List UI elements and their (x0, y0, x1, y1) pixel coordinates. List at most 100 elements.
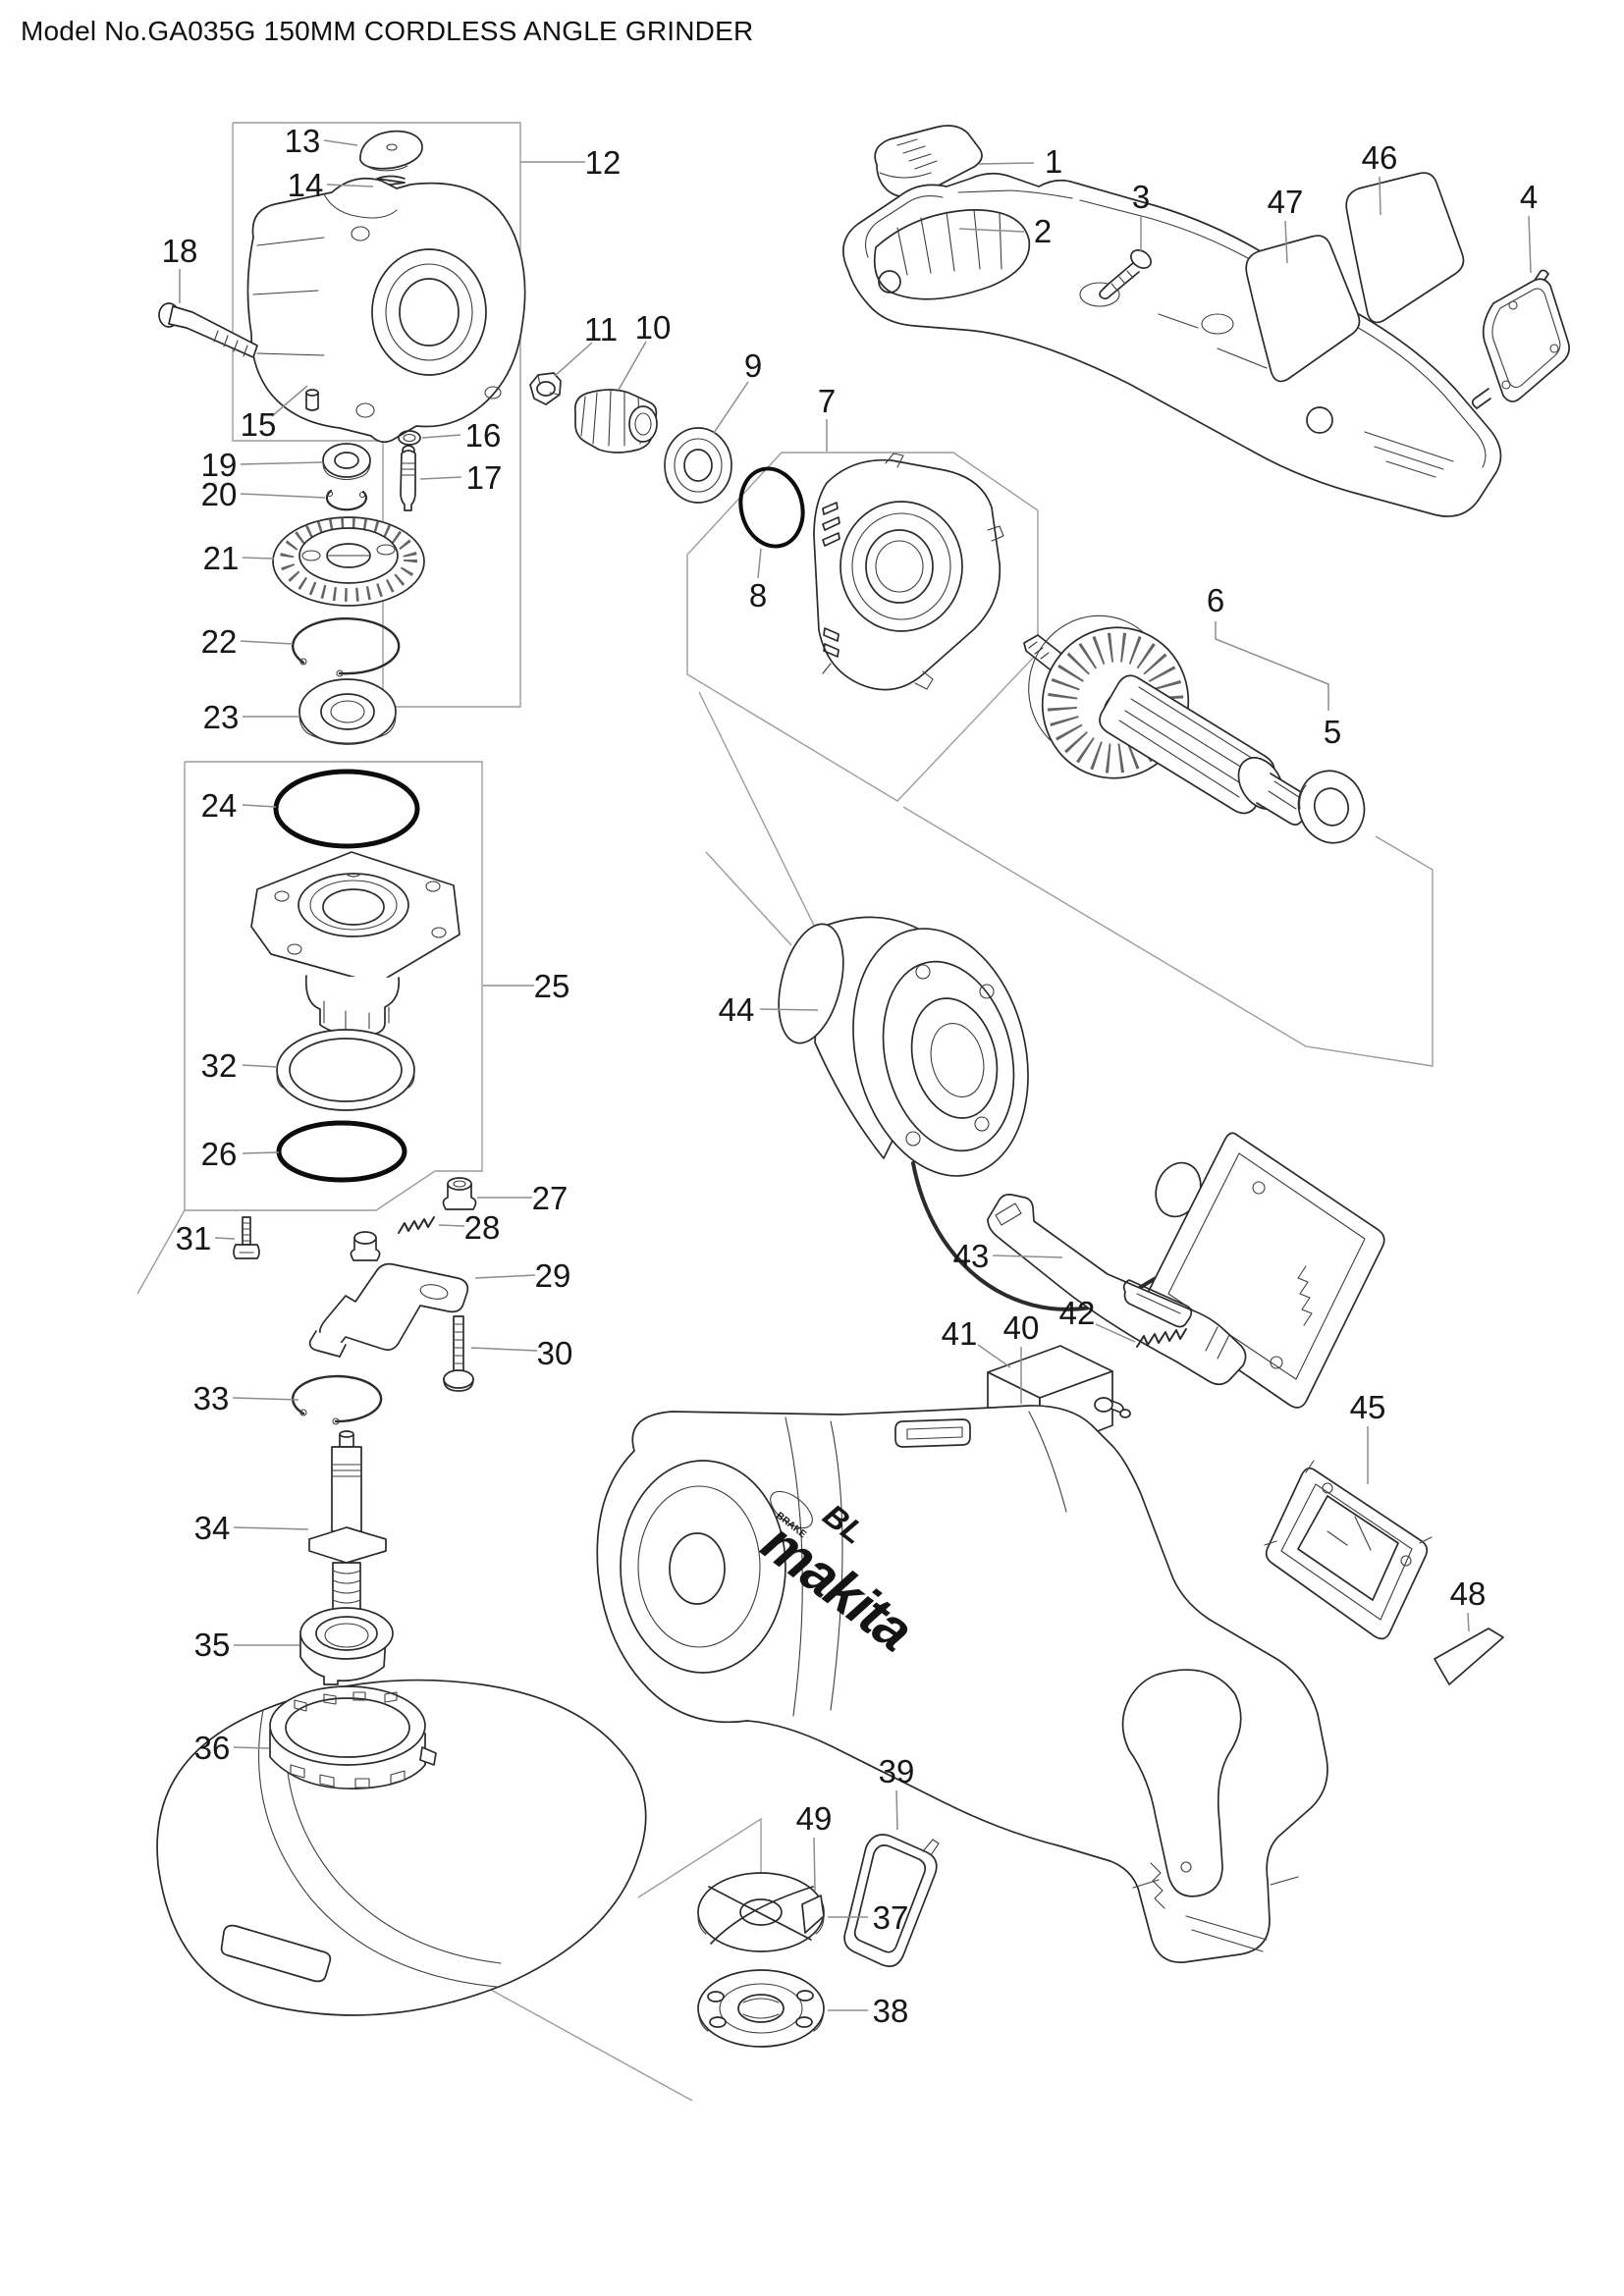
part-label-37: 37 (873, 1899, 909, 1936)
part-label-49: 49 (796, 1800, 833, 1837)
leader-line-39 (895, 1789, 898, 1831)
part-29-lever (308, 1262, 469, 1358)
part-label-41: 41 (942, 1315, 978, 1352)
leader-line-13 (323, 139, 358, 146)
part-49-sheet (801, 1895, 825, 1934)
leader-line-42 (1095, 1323, 1136, 1343)
part-28-spring (398, 1216, 435, 1234)
part-label-5: 5 (1324, 714, 1341, 750)
part-label-28: 28 (464, 1209, 501, 1246)
part-label-45: 45 (1350, 1389, 1386, 1425)
part-label-6: 6 (1207, 582, 1224, 618)
part-35-collar (299, 1607, 394, 1685)
part-6-armature (1023, 614, 1328, 829)
part-label-44: 44 (719, 991, 755, 1028)
leader-line-41 (977, 1344, 1011, 1368)
part-3-screw (1099, 249, 1152, 300)
part-15-pin (305, 389, 319, 411)
leader-line-47 (1284, 220, 1288, 264)
part-label-29: 29 (535, 1257, 571, 1294)
part-1-slide-button (874, 125, 983, 198)
part-36-wheel-cover (156, 1679, 647, 2016)
leader-line-43 (992, 1255, 1063, 1258)
part-7-bearing-box-cover (813, 453, 1004, 691)
part-label-22: 22 (201, 623, 238, 660)
flange-guide-line (637, 1817, 762, 1898)
leader-line-19 (240, 461, 323, 465)
part-label-35: 35 (194, 1627, 231, 1663)
part-label-11: 11 (584, 311, 618, 347)
part-label-10: 10 (635, 309, 672, 346)
part-label-9: 9 (744, 347, 762, 384)
part-label-7: 7 (818, 383, 836, 419)
part-22-snap-ring (291, 616, 401, 677)
part-40-motor-housing: BRAKE BL makita (596, 1405, 1328, 1963)
part-20-snap-ring (325, 489, 368, 511)
leader-line-32 (242, 1064, 278, 1068)
part-label-13: 13 (285, 123, 321, 159)
part-label-4: 4 (1520, 179, 1538, 215)
guard-frame-line (470, 1978, 693, 2102)
part-26-o-ring (276, 1120, 407, 1183)
part-8-o-ring (738, 466, 805, 549)
leader-line-9 (713, 381, 749, 434)
leader-line-21 (242, 557, 275, 560)
part-label-42: 42 (1059, 1295, 1096, 1331)
leader-line-15 (271, 385, 308, 417)
part-label-2: 2 (1034, 213, 1052, 249)
leader-line-11 (554, 342, 593, 377)
part-label-23: 23 (203, 699, 240, 735)
part-27-bushing (442, 1177, 477, 1210)
leader-line-20 (240, 493, 326, 499)
part-38-lock-nut (697, 1969, 825, 2048)
part-label-15: 15 (241, 406, 277, 443)
part-label-30: 30 (537, 1335, 573, 1371)
part-32-seal-ring (276, 1029, 415, 1111)
leader-line-2 (958, 228, 1025, 233)
part-13-lock-cap (359, 130, 423, 172)
leader-line-48 (1467, 1612, 1470, 1632)
part-21-bevel-gear (272, 516, 425, 607)
leader-line-14 (326, 184, 374, 187)
part-44-motor (778, 916, 1385, 1409)
part-39-gasket (843, 1834, 940, 1967)
leader-line-33 (232, 1397, 299, 1401)
leader-line-34 (233, 1526, 309, 1530)
leader-line-16 (421, 434, 461, 439)
part-label-34: 34 (194, 1510, 231, 1546)
part-label-40: 40 (1003, 1309, 1040, 1346)
motor-frame-line (705, 851, 792, 946)
frame-tick (136, 1209, 186, 1295)
leader-line-26 (242, 1151, 280, 1154)
leader-line-36 (233, 1746, 270, 1749)
part-12-gear-housing (246, 177, 526, 444)
part-11-nut (529, 372, 562, 405)
part-label-46: 46 (1362, 139, 1398, 176)
leader-line-24 (242, 804, 277, 808)
part-4-cover-plate (1471, 269, 1570, 409)
part-label-27: 27 (532, 1180, 568, 1216)
part-label-3: 3 (1132, 179, 1150, 215)
part-33-snap-ring (291, 1374, 383, 1425)
part-25-bearing-box (250, 851, 460, 1037)
part-label-26: 26 (201, 1136, 238, 1172)
leader-line-22 (240, 640, 294, 645)
part-label-38: 38 (873, 1993, 909, 2029)
armature-frame (902, 806, 1434, 1067)
part-label-18: 18 (162, 233, 198, 269)
part-bushing-small (350, 1231, 381, 1261)
part-label-48: 48 (1450, 1575, 1487, 1612)
leader-line-49 (813, 1837, 816, 1892)
part-34-spindle (308, 1430, 387, 1615)
part-label-16: 16 (465, 417, 502, 454)
leader-line-30 (470, 1347, 538, 1352)
part-31-screw (233, 1216, 260, 1259)
leader-line-29 (474, 1274, 536, 1279)
part-42-spring (1136, 1328, 1187, 1348)
leader-line-31 (214, 1237, 236, 1240)
part-9-bearing (664, 427, 732, 504)
part-5-bearing (1297, 770, 1366, 844)
